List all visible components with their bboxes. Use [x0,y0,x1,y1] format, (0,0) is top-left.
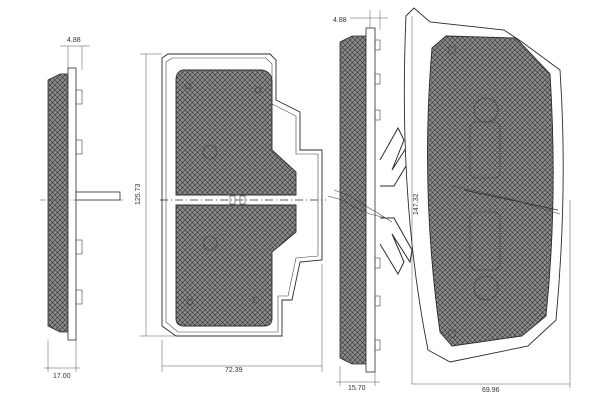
center-rivet-1 [184,82,192,90]
dim-center-width: 72.39 [225,367,243,374]
curved-friction-material [427,35,554,347]
left-tab-4 [75,289,83,305]
left-friction-material [47,73,69,333]
curved-rivet-2 [447,329,457,339]
center-front-view: 125.73 72.39 [135,53,326,374]
dim-center-height: 125.73 [135,183,142,205]
center-hole-2 [202,235,218,251]
center-wear-mark-1 [229,195,236,205]
side-spring-clip-upper [379,126,413,187]
curved-pad-view: 147.32 69.96 [403,7,571,394]
curved-hole-2 [473,275,499,301]
side-backing-plate [365,27,376,373]
curved-slot [463,189,559,211]
center-backing-inner-edge [165,57,319,333]
right-side-view: 4.88 15.70 [327,10,413,392]
curved-insulator-upper [469,121,501,179]
dim-left-thickness-top: 4.88 [67,37,81,44]
dim-left-thickness-bottom: 17.00 [53,373,71,380]
dim-curved-width: 69.96 [482,387,500,394]
left-tab-2 [75,139,83,155]
dim-side-thickness-top: 4.88 [333,17,347,24]
side-break-line-2 [333,189,393,223]
side-spring-clip-lower [379,217,413,276]
left-side-view: 4.88 17.00 [40,37,125,380]
wear-sensor-pin [75,191,121,201]
left-tab-3 [75,239,83,255]
center-friction-lower [175,204,297,327]
left-backing-plate [67,67,77,341]
center-wear-mark-2 [239,195,246,205]
center-hole-1 [202,144,218,160]
curved-break-line [451,185,561,215]
curved-rivet-1 [447,45,457,55]
center-friction-upper [175,69,297,196]
side-break-line-1 [327,195,387,219]
center-rivet-2 [186,298,194,306]
dim-curved-height: 147.32 [413,193,420,215]
curved-insulator-lower [469,211,501,271]
dim-side-thickness-bottom: 15.70 [348,385,366,392]
side-friction-material [339,35,367,365]
center-rivet-3 [254,86,262,94]
center-rivet-4 [252,296,260,304]
left-tab-1 [75,89,83,105]
